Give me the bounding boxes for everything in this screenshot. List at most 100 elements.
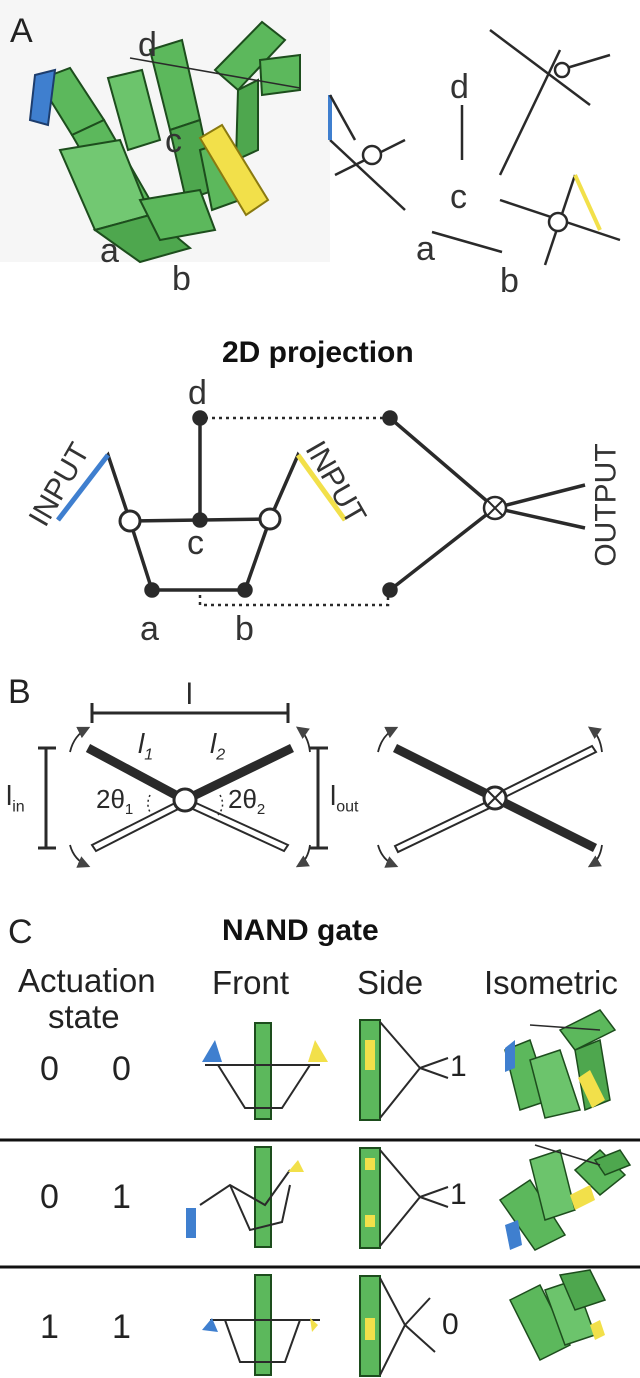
front-linkage <box>199 1169 291 1207</box>
label-d: d <box>188 374 207 412</box>
label-c: c <box>450 178 467 216</box>
label-b: b <box>500 262 519 300</box>
nand-isometric-views <box>498 1009 632 1362</box>
label-b: b <box>172 260 191 298</box>
label-c: c <box>165 122 182 160</box>
rotor-right <box>258 507 282 531</box>
rotor-arm <box>328 94 357 141</box>
nand-side-views <box>359 1019 449 1377</box>
row3-output: 0 <box>442 1308 459 1341</box>
green-strip <box>106 68 162 152</box>
joint-c <box>192 512 208 528</box>
iso-row2 <box>498 1144 632 1251</box>
front-strip <box>254 1022 272 1120</box>
nand-title: NAND gate <box>222 914 379 947</box>
output-arm <box>388 506 497 592</box>
rotor-joint <box>547 211 569 233</box>
row2-input1: 0 <box>40 1178 59 1216</box>
front-linkage <box>224 1319 301 1363</box>
link-ab <box>431 230 503 254</box>
panel-label-c: C <box>8 913 33 951</box>
header-isometric: Isometric <box>484 964 618 1001</box>
row3-input2: 1 <box>112 1308 131 1346</box>
rotor-arm <box>498 49 562 176</box>
label-lin: lin <box>6 780 25 816</box>
blue-input-arm <box>56 453 110 522</box>
row1-input2: 0 <box>112 1050 131 1088</box>
label-b: b <box>235 610 254 648</box>
arm-l2 <box>183 743 294 805</box>
front-strip <box>254 1274 272 1376</box>
label-a: a <box>416 230 435 268</box>
green-strip <box>138 188 217 242</box>
blue-input <box>202 1040 222 1062</box>
row2-input2: 1 <box>112 1178 131 1216</box>
joint-output-bottom <box>382 582 398 598</box>
header-side: Side <box>357 964 424 1001</box>
rotor-output-cross <box>486 499 504 517</box>
blue-input-strip <box>28 68 57 127</box>
joint-a <box>144 582 160 598</box>
panel-label-b: B <box>8 673 31 711</box>
yellow-input <box>288 1160 304 1172</box>
row2-output: 1 <box>450 1178 467 1211</box>
blue-input <box>202 1318 218 1332</box>
iso-row1 <box>504 1009 617 1119</box>
schematic-a <box>328 29 621 266</box>
rotor-joint <box>361 144 383 166</box>
header-front: Front <box>212 964 290 1001</box>
green-strip <box>234 78 259 162</box>
label-theta1: 2θ1 <box>96 784 134 819</box>
blue-input <box>186 1208 196 1238</box>
projection-title: 2D projection <box>222 336 414 369</box>
yellow-input <box>310 1318 318 1332</box>
iso-row3 <box>508 1269 607 1362</box>
row1-input1: 0 <box>40 1050 59 1088</box>
green-strip <box>258 53 301 97</box>
yellow-input-strip <box>198 123 270 217</box>
link-a <box>128 520 154 591</box>
yellow-input-arm <box>295 453 348 522</box>
row1-output: 1 <box>450 1050 467 1083</box>
link-b <box>243 518 272 591</box>
label-lout: lout <box>330 780 359 816</box>
output-arm <box>494 483 586 510</box>
yellow-input <box>308 1040 328 1062</box>
joint-output-top <box>382 410 398 426</box>
output-label: OUTPUT <box>589 443 623 567</box>
row3-input1: 1 <box>40 1308 59 1346</box>
output-arm <box>494 506 586 530</box>
joint-b <box>237 582 253 598</box>
panel-label-a: A <box>10 12 33 50</box>
label-d: d <box>138 26 157 64</box>
label-theta2: 2θ2 <box>228 784 266 819</box>
front-strip <box>254 1146 272 1248</box>
label-c: c <box>187 524 204 562</box>
rotor-joint <box>553 61 571 79</box>
nand-front-views <box>186 1022 328 1376</box>
joint-d <box>192 410 208 426</box>
header-state-line2: state <box>48 998 120 1035</box>
rotor-arm <box>489 29 591 106</box>
rotor-joint <box>172 787 198 813</box>
label-l: l <box>186 678 193 711</box>
side-linkage <box>379 1021 422 1119</box>
side-linkage <box>379 1277 407 1376</box>
label-a: a <box>140 610 159 648</box>
front-linkage <box>217 1064 311 1109</box>
output-arm <box>388 416 497 510</box>
label-a: a <box>100 232 119 270</box>
projection-diagram <box>56 410 586 607</box>
arm-open <box>490 744 598 804</box>
label-d: d <box>450 68 469 106</box>
rotor-left <box>118 509 142 533</box>
green-strip <box>213 20 287 92</box>
green-strip <box>92 213 193 264</box>
label-l1: l1 <box>138 728 154 764</box>
panel-b-diagram <box>38 703 603 868</box>
arm-l1 <box>85 744 188 804</box>
arm-open <box>393 796 500 854</box>
dotted-connector-b <box>198 592 390 607</box>
yellow-input-arm <box>573 174 602 231</box>
